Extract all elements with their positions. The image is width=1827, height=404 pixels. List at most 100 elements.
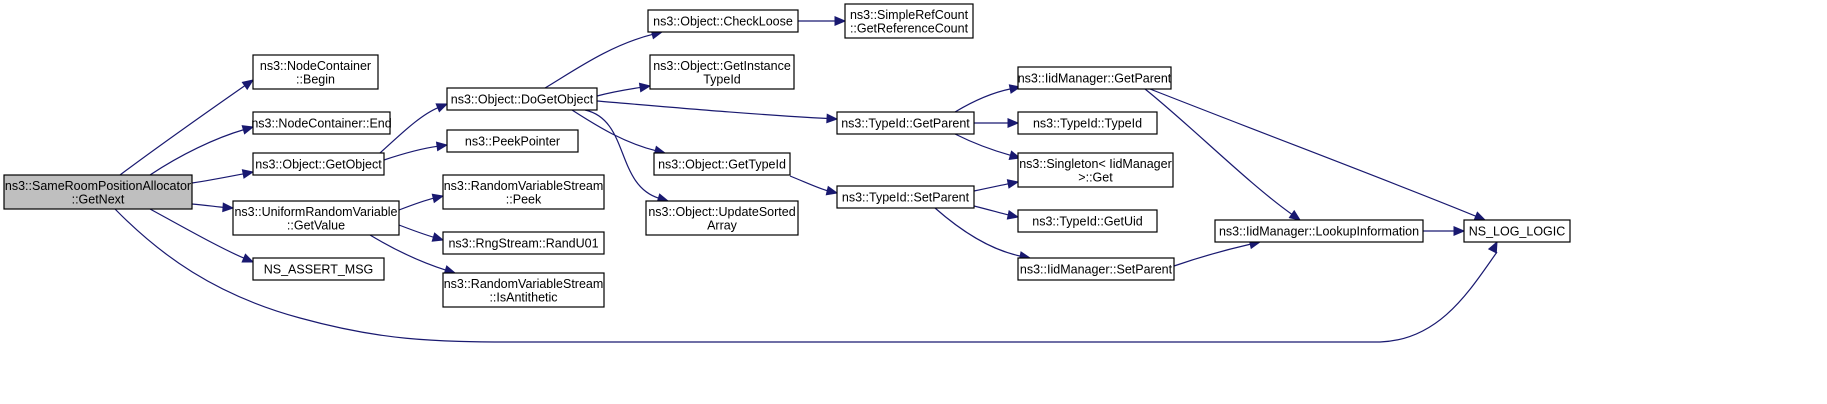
edge-arrowhead bbox=[825, 185, 839, 196]
node-box bbox=[1017, 152, 1174, 188]
node-tid-getuid[interactable]: ns3::TypeId::GetUid bbox=[1017, 209, 1158, 233]
node-box bbox=[446, 129, 579, 153]
edge-obj_gettypeid-to-tid_setparent bbox=[789, 175, 839, 196]
node-label-line: ns3::Object::CheckLoose bbox=[653, 15, 793, 29]
node-obj-checkloose[interactable]: ns3::Object::CheckLoose bbox=[647, 9, 799, 33]
node-box bbox=[442, 272, 605, 308]
edge-iid_getparent-to-ns_log_logic bbox=[1149, 88, 1487, 221]
node-label-line: ::IsAntithetic bbox=[489, 290, 557, 304]
edge-arrowhead bbox=[1008, 84, 1022, 94]
node-label-line: ns3::Object::GetTypeId bbox=[658, 158, 786, 172]
node-tid-getparent[interactable]: ns3::TypeId::GetParent bbox=[836, 111, 975, 135]
edge-line bbox=[973, 205, 1010, 216]
node-nc-end[interactable]: ns3::NodeContainer::End bbox=[251, 111, 392, 135]
node-box bbox=[3, 174, 193, 210]
node-box bbox=[647, 9, 799, 33]
node-box bbox=[1017, 257, 1175, 281]
edge-arrowhead bbox=[826, 113, 839, 124]
node-box bbox=[442, 231, 605, 255]
node-label-line: ns3::PeekPointer bbox=[465, 135, 560, 149]
node-box bbox=[232, 200, 400, 236]
node-label-line: ns3::IidManager::SetParent bbox=[1020, 263, 1173, 277]
node-singleton-get[interactable]: ns3::Singleton< IidManager>::Get bbox=[1017, 152, 1174, 188]
node-label-line: ns3::Object::GetObject bbox=[255, 158, 382, 172]
node-label-line: NS_LOG_LOGIC bbox=[1469, 225, 1566, 239]
edge-arrowhead bbox=[431, 193, 445, 204]
node-label-line: ns3::UniformRandomVariable bbox=[234, 205, 397, 219]
node-box bbox=[645, 200, 799, 236]
edge-arrowhead bbox=[638, 82, 652, 93]
node-box bbox=[252, 152, 385, 176]
node-label-line: ns3::Object::UpdateSorted bbox=[648, 205, 795, 219]
edge-tid_getparent-to-singleton_get bbox=[954, 133, 1022, 160]
edge-obj_getobject-to-obj_dogetobject bbox=[379, 103, 449, 154]
node-peekpointer[interactable]: ns3::PeekPointer bbox=[446, 129, 579, 153]
node-obj-gettypeid[interactable]: ns3::Object::GetTypeId bbox=[653, 152, 791, 176]
node-obj-dogetobject[interactable]: ns3::Object::DoGetObject bbox=[446, 87, 598, 111]
edge-arrowhead bbox=[241, 125, 255, 135]
edge-arrowhead bbox=[1487, 240, 1498, 254]
edge-line bbox=[571, 109, 657, 152]
node-label-line: ns3::NodeContainer bbox=[260, 59, 371, 73]
node-label-line: ::GetReferenceCount bbox=[850, 21, 969, 35]
edge-line bbox=[398, 197, 435, 211]
node-label-line: ns3::TypeId::TypeId bbox=[1033, 117, 1142, 131]
edge-line bbox=[934, 207, 1022, 257]
node-iid-getparent[interactable]: ns3::IidManager::GetParent bbox=[1017, 66, 1172, 90]
node-root[interactable]: ns3::SameRoomPositionAllocator::GetNext bbox=[3, 174, 193, 210]
edge-tid_setparent-to-tid_getuid bbox=[973, 205, 1020, 220]
node-iid-lookup[interactable]: ns3::IidManager::LookupInformation bbox=[1214, 219, 1424, 243]
edge-line bbox=[191, 203, 225, 208]
node-box bbox=[252, 257, 385, 281]
edge-arrowhead bbox=[1007, 118, 1020, 128]
node-label-line: ns3::IidManager::GetParent bbox=[1018, 72, 1172, 86]
node-label-line: ns3::RandomVariableStream bbox=[444, 277, 604, 291]
node-label-line: ns3::IidManager::LookupInformation bbox=[1219, 225, 1419, 239]
node-box bbox=[836, 111, 975, 135]
edge-line bbox=[789, 175, 829, 192]
edge-line bbox=[149, 128, 245, 176]
edge-line bbox=[584, 109, 660, 199]
node-src-getrefcount[interactable]: ns3::SimpleRefCount::GetReferenceCount bbox=[844, 3, 974, 39]
edge-arrowhead bbox=[222, 202, 235, 213]
node-nc-begin[interactable]: ns3::NodeContainer::Begin bbox=[252, 54, 379, 90]
edge-line bbox=[191, 173, 245, 184]
edge-line bbox=[398, 224, 435, 239]
edge-line bbox=[596, 86, 642, 97]
edge-line bbox=[544, 33, 654, 89]
edge-obj_dogetobject-to-obj_checkloose bbox=[544, 29, 664, 89]
edge-arrowhead bbox=[1288, 209, 1302, 221]
edge-line bbox=[383, 145, 439, 161]
node-rvs-peek[interactable]: ns3::RandomVariableStream::Peek bbox=[442, 174, 605, 210]
node-label-line: ns3::NodeContainer::End bbox=[251, 117, 391, 131]
node-label-line: ns3::TypeId::GetParent bbox=[841, 117, 970, 131]
node-ns-log-logic[interactable]: NS_LOG_LOGIC bbox=[1463, 219, 1571, 243]
node-label-line: ns3::SimpleRefCount bbox=[850, 8, 969, 22]
edge-line bbox=[596, 100, 829, 120]
node-box bbox=[1017, 111, 1158, 135]
node-obj-getobject[interactable]: ns3::Object::GetObject bbox=[252, 152, 385, 176]
nodes-layer: ns3::SameRoomPositionAllocator::GetNextn… bbox=[3, 3, 1571, 308]
edge-arrowhead bbox=[1453, 226, 1466, 236]
node-tid-setparent[interactable]: ns3::TypeId::SetParent bbox=[836, 185, 975, 209]
edge-line bbox=[149, 208, 245, 260]
node-urv-getvalue[interactable]: ns3::UniformRandomVariable::GetValue bbox=[232, 200, 400, 236]
edge-arrowhead bbox=[241, 253, 255, 263]
node-label-line: ns3::RngStream::RandU01 bbox=[448, 237, 598, 251]
node-box bbox=[1214, 219, 1424, 243]
node-tid-typeid[interactable]: ns3::TypeId::TypeId bbox=[1017, 111, 1158, 135]
node-ns-assert[interactable]: NS_ASSERT_MSG bbox=[252, 257, 385, 281]
edge-iid_setparent-to-iid_lookup bbox=[1173, 239, 1262, 267]
edge-iid_lookup-to-ns_log_logic bbox=[1423, 226, 1466, 236]
node-label-line: NS_ASSERT_MSG bbox=[264, 263, 374, 277]
node-label-line: ns3::TypeId::GetUid bbox=[1032, 215, 1143, 229]
node-rvs-isanti[interactable]: ns3::RandomVariableStream::IsAntithetic bbox=[442, 272, 605, 308]
edge-line bbox=[1149, 88, 1477, 218]
edge-arrowhead bbox=[435, 141, 449, 152]
edge-obj_checkloose-to-src_getrefcount bbox=[798, 16, 847, 26]
node-iid-setparent[interactable]: ns3::IidManager::SetParent bbox=[1017, 257, 1175, 281]
node-rng-randu01[interactable]: ns3::RngStream::RandU01 bbox=[442, 231, 605, 255]
